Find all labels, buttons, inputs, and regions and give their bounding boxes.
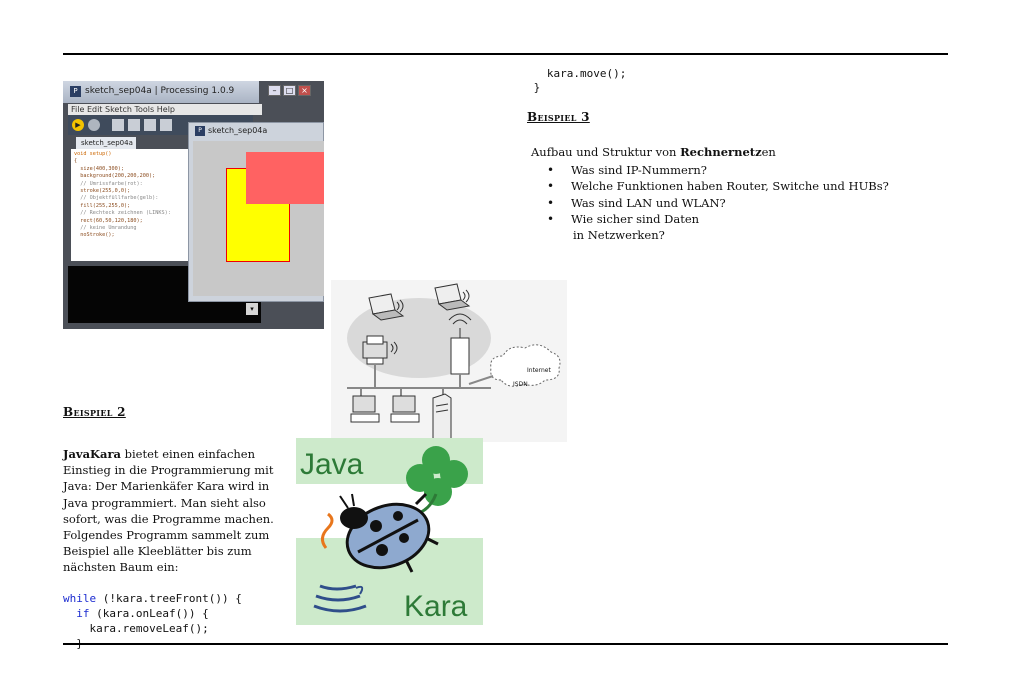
desktop-computer-icon: [390, 395, 420, 423]
code-line: while (!kara.treeFront()) {: [63, 591, 242, 606]
laptop-icon: [434, 283, 471, 311]
sketch-output-window: P sketch_sep04a: [188, 122, 324, 302]
save-icon: [144, 119, 156, 131]
beispiel-2-paragraph: JavaKara bietet einen einfachen Einstieg…: [63, 446, 283, 576]
code-editor: void setup(){ size(400,300); background(…: [71, 149, 189, 261]
code-line: void setup(): [74, 151, 112, 157]
cloud-label-internet: Internet: [527, 367, 551, 374]
code-line: stroke(255,0,0);: [74, 188, 131, 195]
chevron-down-icon: ▾: [246, 303, 258, 315]
cloud-label-isdn: ISDN: [513, 381, 528, 388]
sketch-canvas: [193, 141, 324, 296]
printer-icon: [362, 335, 398, 365]
code-line: // Rechteck zeichnen (LINKS):: [74, 210, 171, 217]
menu-file: File: [71, 105, 85, 114]
code-line: rect(60,50,120,180);: [74, 217, 143, 224]
code-text: (kara.onLeaf()) {: [89, 607, 209, 620]
javakara-logo: Java Kara: [296, 438, 483, 625]
code-text: (!kara.treeFront()) {: [96, 592, 242, 605]
intro-bold: Rechnernetz: [680, 145, 762, 159]
para-bold: JavaKara: [63, 447, 121, 461]
minimize-icon: –: [268, 85, 281, 96]
bottom-rule: [63, 643, 948, 645]
sketch-tab: sketch_sep04a: [76, 137, 136, 149]
code-line: background(200,200,200);: [74, 173, 156, 180]
window-controls: –□×: [268, 85, 313, 96]
network-diagram: Internet ISDN: [331, 280, 567, 442]
processing-titlebar: P sketch_sep04a | Processing 1.0.9: [63, 81, 259, 103]
list-item: Wie sicher sind Daten: [547, 211, 889, 228]
code-keyword: while: [63, 592, 97, 605]
processing-window-title: sketch_sep04a | Processing 1.0.9: [85, 86, 235, 96]
intro-suffix: en: [761, 145, 776, 159]
export-icon: [160, 119, 172, 131]
code-line: }: [527, 80, 541, 94]
code-snippet-top: kara.move(); }: [527, 67, 627, 94]
code-snippet-javakara: while (!kara.treeFront()) { if (kara.onL…: [63, 591, 242, 651]
logo-band-bottom: [296, 578, 483, 625]
code-keyword: if: [63, 607, 90, 620]
sketch-window-title: sketch_sep04a: [208, 126, 268, 135]
code-line: {: [74, 158, 78, 165]
java-cup-icon: [313, 512, 367, 613]
cloud-icon: Internet ISDN: [490, 344, 561, 388]
beispiel-3-bullets: Was sind IP-Nummern? Welche Funktionen h…: [547, 162, 889, 243]
desktop-computer-icon: [350, 395, 380, 423]
code-line: // Objektfüllfarbe(gelb):: [74, 195, 159, 202]
logo-word-kara: Kara: [404, 590, 468, 623]
code-line: fill(255,255,0);: [74, 202, 131, 209]
beispiel-3-intro: Aufbau und Struktur von Rechnernetzen: [531, 145, 776, 159]
sketch-window-titlebar: P sketch_sep04a: [189, 123, 323, 139]
menu-edit: Edit: [86, 105, 103, 114]
ladybug-icon: [339, 492, 439, 573]
code-line: if (kara.onLeaf()) {: [63, 606, 242, 621]
code-line: kara.move();: [527, 67, 627, 80]
processing-screenshot: P sketch_sep04a | Processing 1.0.9 –□× F…: [63, 81, 324, 329]
para-text: bietet einen einfachen Einstieg in die P…: [63, 447, 274, 575]
list-item: Was sind IP-Nummern?: [547, 162, 889, 179]
menu-tools: Tools: [134, 105, 155, 114]
processing-app-icon: P: [195, 126, 205, 136]
menu-help: Help: [156, 105, 175, 114]
code-line: kara.removeLeaf();: [63, 622, 209, 635]
list-item: Was sind LAN und WLAN?: [547, 195, 889, 212]
maximize-icon: □: [283, 85, 296, 96]
code-line: // keine Umrandung: [74, 225, 137, 232]
list-item-continuation: in Netzwerken?: [573, 228, 665, 243]
intro-text: Aufbau und Struktur von: [531, 145, 681, 159]
code-line: size(400,300);: [74, 165, 124, 172]
heading-beispiel-2: Beispiel 2: [63, 405, 126, 419]
list-item: Welche Funktionen haben Router, Switche …: [547, 178, 889, 195]
open-icon: [128, 119, 140, 131]
code-line: // Umrissfarbe(rot):: [74, 180, 143, 187]
top-rule: [63, 53, 948, 55]
menu-sketch: Sketch: [104, 105, 132, 114]
stop-icon: [88, 119, 100, 131]
processing-menubar: File Edit Sketch Tools Help: [68, 104, 262, 115]
heading-beispiel-3: Beispiel 3: [527, 110, 590, 124]
close-icon: ×: [298, 85, 311, 96]
logo-word-java: Java: [300, 448, 364, 481]
red-rectangle: [246, 152, 324, 204]
access-point-icon: [448, 313, 472, 375]
run-icon: ▶: [72, 119, 84, 131]
code-line: noStroke();: [74, 232, 115, 239]
processing-app-icon: P: [70, 86, 81, 97]
laptop-icon: [368, 293, 405, 321]
new-icon: [112, 119, 124, 131]
server-tower-icon: [432, 393, 452, 442]
